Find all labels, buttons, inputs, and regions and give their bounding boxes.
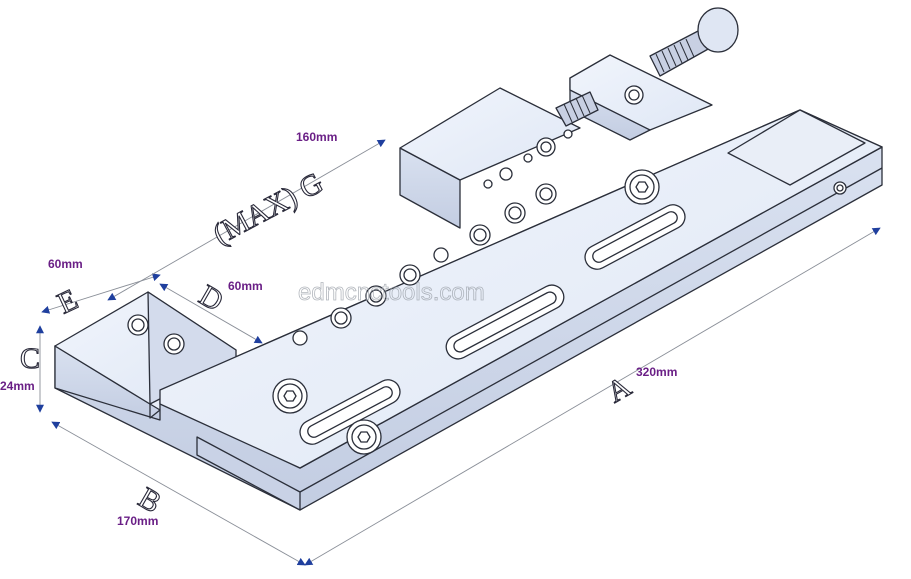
hex-socket-icon: [357, 431, 371, 443]
front-thread-lines: [563, 94, 591, 123]
base-lower-edge: [299, 167, 883, 493]
dimension-letter-g: (MAX) G: [208, 166, 329, 251]
dimension-lines: [35, 139, 881, 566]
hole-inner: [334, 311, 348, 325]
thread-lines: [655, 38, 695, 73]
end-plate: [727, 109, 866, 186]
hole: [292, 330, 308, 346]
slot-front-inner: [307, 386, 393, 438]
jaw-hole-2-inner: [167, 337, 181, 351]
lead-screw-front: [555, 91, 599, 127]
dimension-value-c: 24mm: [0, 379, 35, 393]
jaw-hole-1-inner: [131, 318, 145, 332]
hole-inner: [403, 268, 417, 282]
dimension-value-d: 60mm: [228, 279, 263, 293]
rail-holes: [292, 129, 573, 346]
hole-inner: [508, 206, 522, 220]
hole-inner: [540, 141, 552, 153]
hole-inner: [369, 289, 383, 303]
hole: [499, 167, 513, 181]
dim-line-g: [107, 139, 386, 301]
dimension-letter-a: A: [601, 370, 637, 410]
lead-screw: [555, 7, 739, 127]
base-recess: [196, 436, 301, 511]
dim-line-b: [51, 421, 306, 566]
hole-inner: [539, 187, 553, 201]
dimension-value-g: 160mm: [296, 130, 337, 144]
dimension-value-e: 60mm: [48, 257, 83, 271]
dimension-value-b: 170mm: [117, 514, 158, 528]
screw-head: [697, 7, 739, 53]
hex-socket-icon: [635, 181, 649, 193]
slot-middle-inner: [453, 291, 557, 353]
hex-bolts: [272, 169, 660, 455]
dim-line-a: [304, 227, 881, 566]
hole-inner: [473, 228, 487, 242]
rail-top-face: [159, 109, 883, 469]
clamp-block: [399, 87, 581, 229]
side-hole-inner: [836, 184, 844, 192]
watermark-text: edmcnctools.com: [298, 279, 485, 306]
hole: [483, 179, 493, 189]
slots: [299, 204, 686, 445]
dimension-value-a: 320mm: [636, 365, 677, 379]
clamp-block-top: [399, 87, 581, 181]
hole: [563, 129, 573, 139]
dimension-letter-c: C: [20, 342, 40, 375]
slot-rear-inner: [592, 211, 678, 263]
hex-socket-icon: [283, 390, 297, 402]
dimension-letter-d: D: [194, 279, 229, 318]
dimension-letter-e: E: [52, 283, 83, 321]
hole: [523, 153, 533, 163]
movable-jaw-hole-inner: [628, 89, 640, 101]
hole: [433, 247, 449, 263]
